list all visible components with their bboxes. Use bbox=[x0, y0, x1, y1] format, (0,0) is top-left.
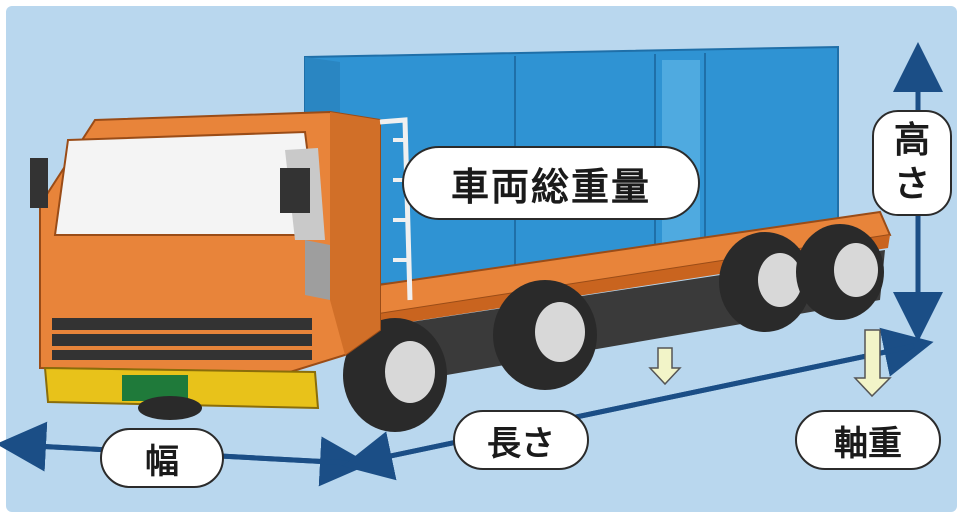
front-bumper bbox=[43, 366, 320, 420]
length-label: 長さ bbox=[453, 410, 589, 470]
height-label: 高 さ bbox=[872, 110, 952, 216]
width-label: 幅 bbox=[100, 428, 224, 488]
axle-load-label: 軸重 bbox=[795, 410, 941, 470]
truck-cab bbox=[30, 110, 413, 374]
front-wheel bbox=[343, 318, 447, 432]
gross-vehicle-weight-label: 車両総重量 bbox=[402, 146, 700, 220]
rear-wheels bbox=[493, 224, 884, 390]
height-label-line1: 高 bbox=[893, 120, 930, 161]
height-label-line2: さ bbox=[893, 164, 930, 205]
axle-load-arrow-icon bbox=[648, 329, 892, 398]
